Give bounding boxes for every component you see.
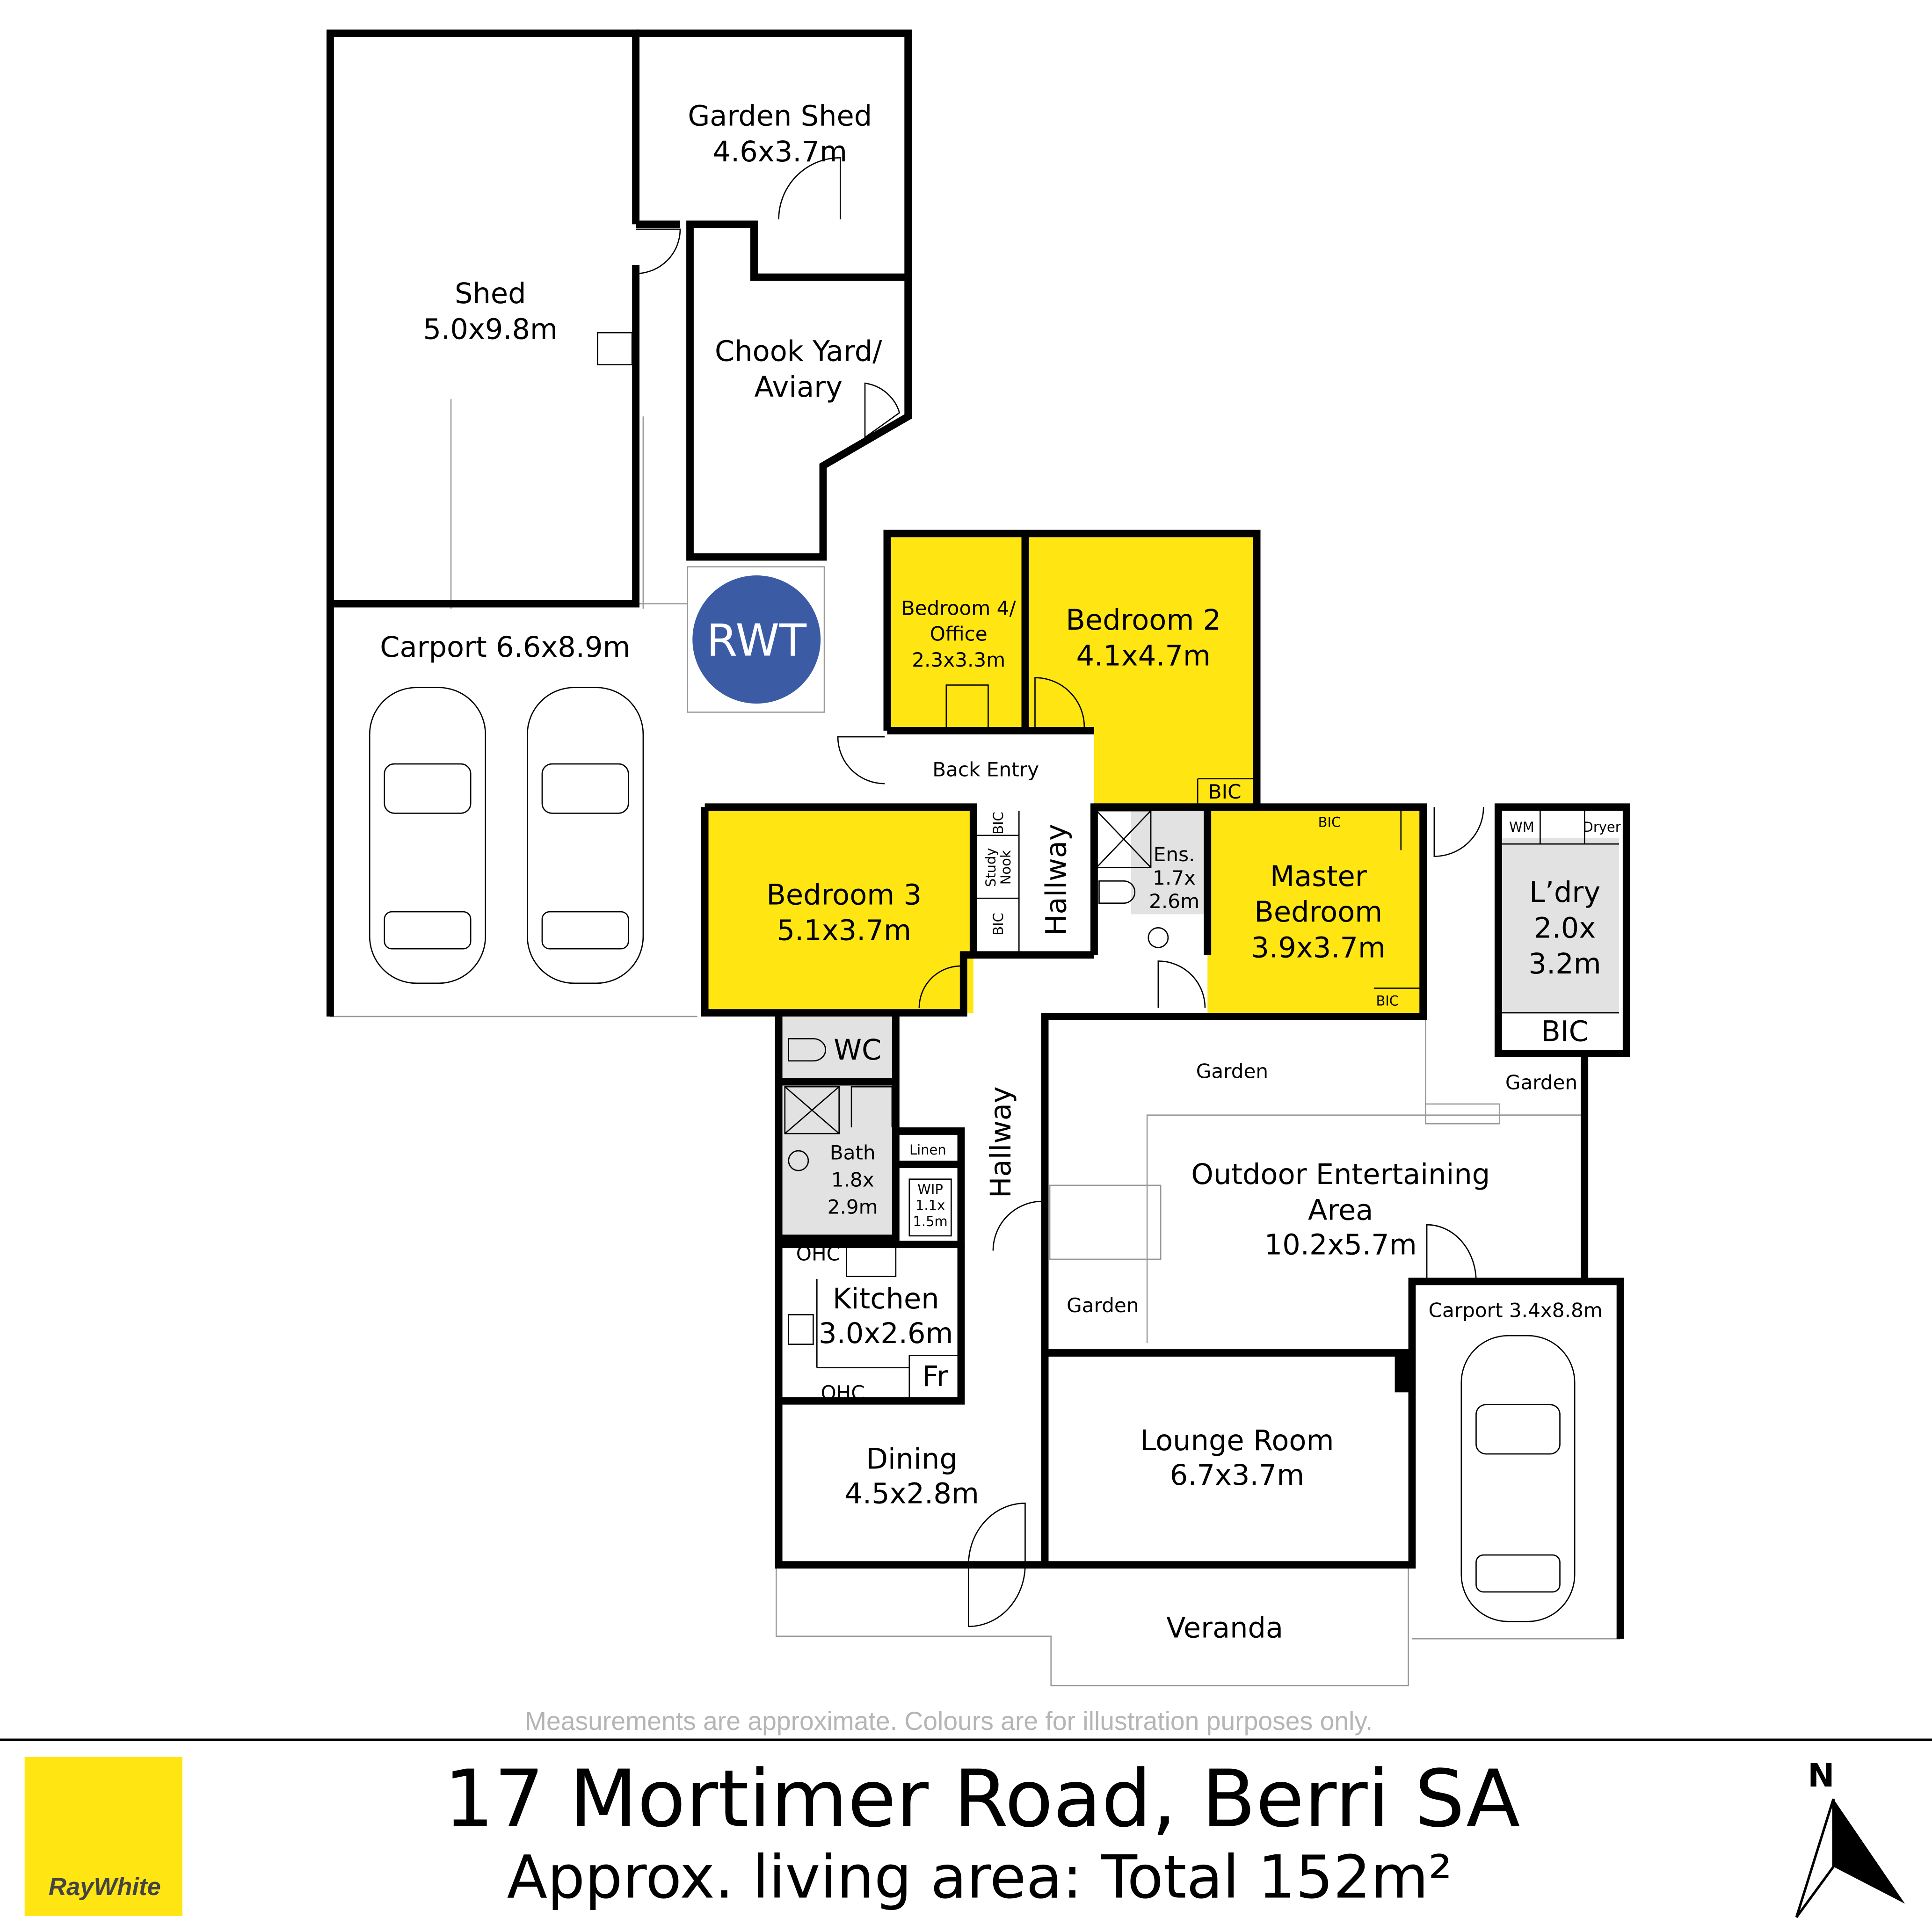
wip-label: WIP [917, 1181, 943, 1197]
carport2-label: Carport 3.4x8.8m [1429, 1299, 1603, 1322]
chook-label-2: Aviary [755, 371, 843, 404]
outdoor-size: 10.2x5.7m [1264, 1228, 1417, 1261]
master-bic-top: BIC [1318, 814, 1341, 830]
bed4-label: Bedroom 4/ [901, 596, 1017, 619]
laundry-size-2: 3.2m [1528, 948, 1601, 981]
bic-a: BIC [990, 812, 1006, 835]
garden-shed-size: 4.6x3.7m [713, 136, 848, 168]
ohc-top: OHC [796, 1242, 840, 1265]
garden1-label: Garden [1196, 1060, 1268, 1083]
study-label: Study [983, 848, 999, 887]
veranda-label: Veranda [1166, 1612, 1283, 1644]
bed2-label: Bedroom 2 [1066, 604, 1221, 637]
disclaimer: Measurements are approximate. Colours ar… [525, 1707, 1373, 1736]
chook-label: Chook Yard/ [715, 335, 882, 368]
cooktop-icon [846, 1243, 897, 1278]
master-size: 3.9x3.7m [1251, 932, 1386, 965]
outdoor-label: Outdoor Entertaining [1191, 1158, 1490, 1191]
bed4-size: 2.3x3.3m [912, 648, 1005, 671]
kitchen-size: 3.0x2.6m [819, 1317, 953, 1350]
bath-label: Bath [830, 1141, 876, 1164]
lounge-size: 6.7x3.7m [1170, 1459, 1305, 1492]
north-arrow-icon: N [1795, 1757, 1905, 1918]
laundry-label: L’dry [1529, 876, 1600, 909]
car-icon [527, 687, 644, 984]
bed4-label-2: Office [930, 623, 988, 646]
shed-size: 5.0x9.8m [423, 313, 558, 346]
bath-size-2: 2.9m [828, 1195, 878, 1218]
kitchen-label: Kitchen [833, 1283, 939, 1315]
room-labels: Garden Shed 4.6x3.7m Shed 5.0x9.8m Chook… [380, 100, 1620, 1645]
bed2-size: 4.1x4.7m [1076, 639, 1211, 672]
dining-label: Dining [866, 1443, 958, 1476]
bed3-label: Bedroom 3 [766, 879, 922, 911]
hallway2-label: Hallway [985, 1086, 1017, 1198]
garden3-label: Garden [1067, 1294, 1139, 1317]
rwt-badge [692, 575, 821, 704]
rwt-badge-text: RWT [706, 615, 807, 666]
bath-size-1: 1.8x [831, 1168, 874, 1191]
toilet-icon [788, 1038, 827, 1062]
outdoor-label-2: Area [1308, 1194, 1373, 1227]
wc-label: WC [834, 1034, 881, 1067]
ens-size-2: 2.6m [1149, 890, 1199, 913]
fridge-label: Fr [922, 1360, 948, 1393]
raywhite-logo [24, 1757, 182, 1916]
sink-icon [788, 1150, 809, 1171]
shed-label: Shed [455, 277, 526, 310]
ens-size-1: 1.7x [1153, 866, 1196, 889]
dining-size: 4.5x2.8m [844, 1477, 979, 1510]
wip-size-2: 1.5m [913, 1213, 947, 1229]
bed3-size: 5.1x3.7m [777, 915, 911, 947]
lounge-label: Lounge Room [1140, 1424, 1334, 1457]
bed2-bic: BIC [1208, 780, 1242, 803]
study-label-2: Nook [998, 850, 1014, 885]
property-address-title: 17 Mortimer Road, Berri SA [444, 1753, 1520, 1845]
raywhite-logo-text: RayWhite [49, 1873, 161, 1901]
car-icon [369, 687, 487, 984]
door-swing-icon [636, 157, 1484, 1627]
ohc-bottom: OHC [821, 1381, 864, 1404]
outdoor-outlines [330, 399, 1620, 1686]
north-label: N [1808, 1757, 1834, 1794]
master-label: Master [1270, 860, 1367, 893]
dryer-label: Dryer [1583, 819, 1621, 835]
carport1-label: Carport 6.6x8.9m [380, 631, 630, 664]
wm-label: WM [1509, 819, 1534, 835]
garden-shed-label: Garden Shed [688, 100, 872, 133]
sink-icon [1148, 927, 1169, 948]
living-area-subtitle: Approx. living area: Total 152m² [507, 1843, 1453, 1911]
laundry-size-1: 2.0x [1534, 912, 1596, 944]
fixtures [597, 332, 1619, 1401]
toilet-icon [1098, 880, 1136, 904]
wip-size-1: 1.1x [915, 1198, 945, 1213]
laundry-bic: BIC [1541, 1016, 1589, 1048]
hallway1-label: Hallway [1040, 824, 1073, 936]
linen-label: Linen [909, 1142, 946, 1158]
master-bic-bottom: BIC [1376, 993, 1399, 1009]
master-label-2: Bedroom [1254, 896, 1382, 929]
car-icon [1460, 1335, 1576, 1622]
ens-label: Ens. [1154, 843, 1195, 866]
back-entry-label: Back Entry [932, 758, 1039, 781]
bic-b: BIC [990, 913, 1006, 936]
garden2-label: Garden [1505, 1071, 1577, 1094]
